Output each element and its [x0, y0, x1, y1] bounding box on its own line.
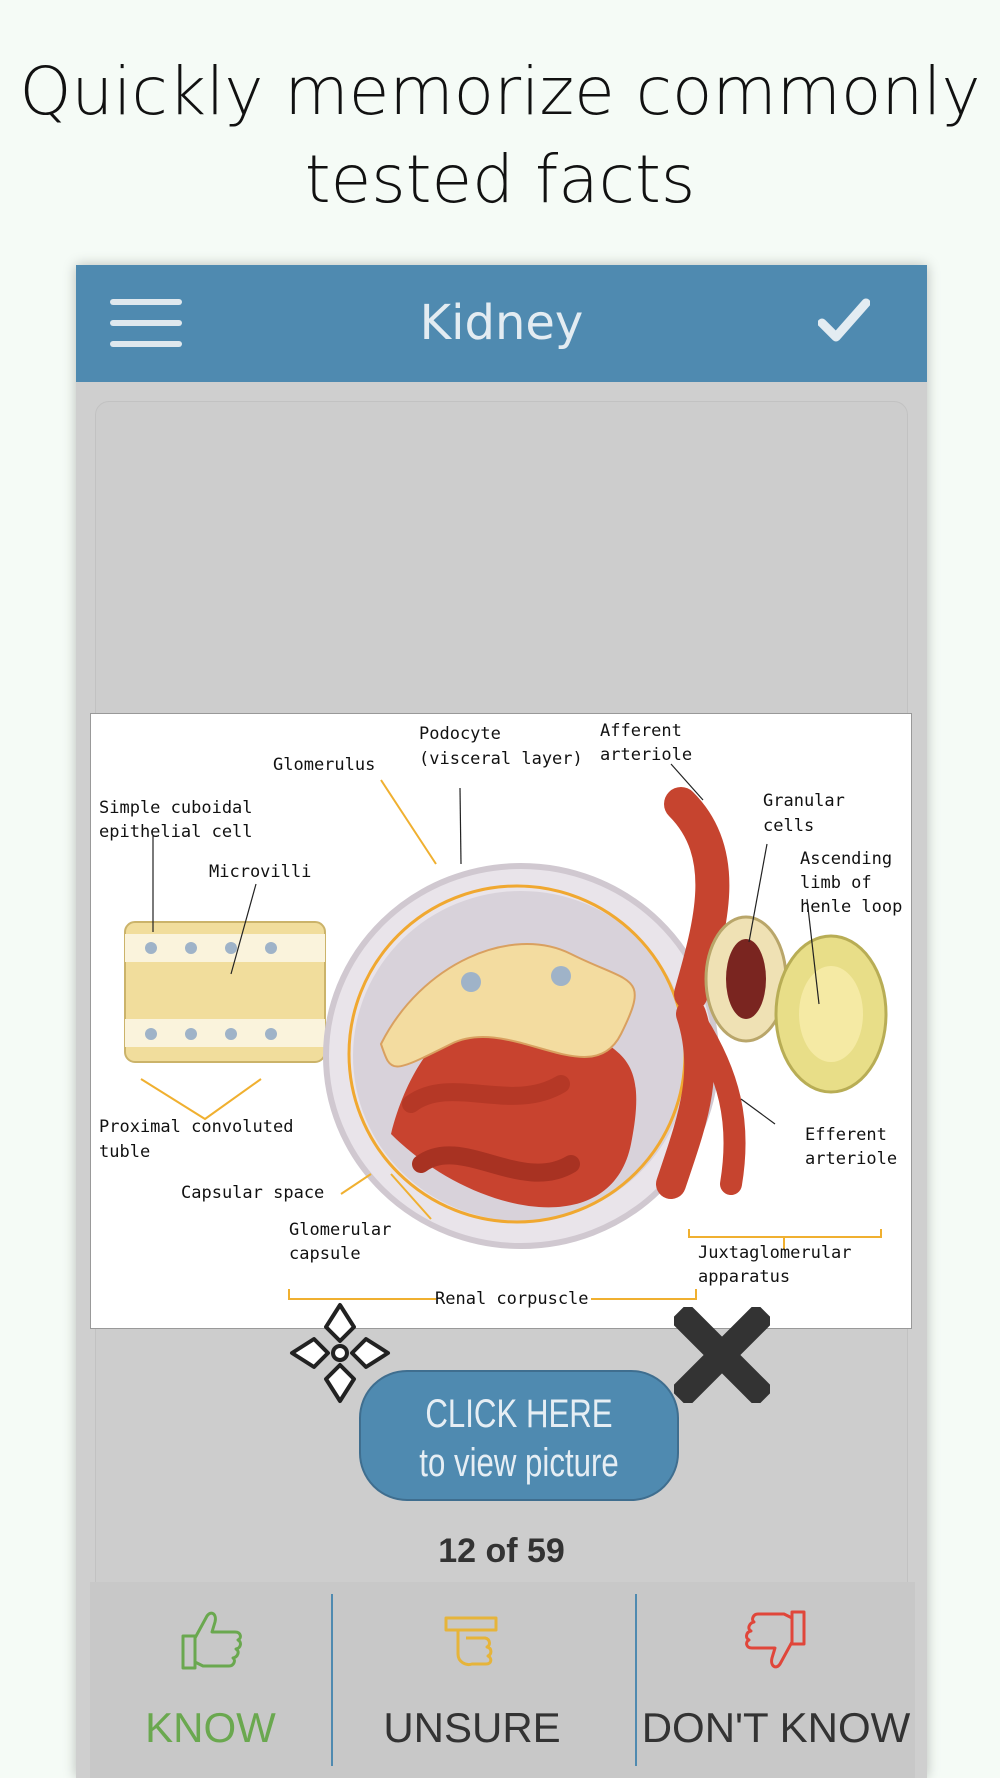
know-button[interactable]: KNOW [90, 1582, 331, 1778]
kidney-diagram-picture: Glomerulus Podocyte (visceral layer) Aff… [90, 713, 912, 1329]
label-capsular-space: Capsular space [181, 1183, 324, 1203]
label-juxtaglomerular-1: Juxtaglomerular [698, 1243, 852, 1263]
label-simple-1: Simple cuboidal [99, 798, 253, 818]
app-screen: Kidney [76, 265, 927, 1778]
label-ascending-1: Ascending [800, 849, 892, 869]
menu-icon[interactable] [110, 299, 182, 347]
hand-sideways-icon [444, 1616, 498, 1666]
label-glomerular-capsule-2: capsule [289, 1244, 361, 1264]
know-label: KNOW [145, 1704, 276, 1751]
label-juxtaglomerular-2: apparatus [698, 1267, 790, 1287]
label-glomerular-capsule-1: Glomerular [289, 1220, 391, 1240]
thumbs-up-icon [181, 1611, 242, 1670]
label-podocyte-1: Podocyte [419, 724, 501, 744]
divider [331, 1594, 333, 1766]
label-efferent-2: arteriole [805, 1149, 897, 1169]
label-granular-1: Granular [763, 791, 845, 811]
close-icon[interactable] [674, 1307, 770, 1403]
answer-bar: KNOW UNSURE DON'T KNOW [90, 1582, 915, 1778]
view-picture-button[interactable]: CLICK HERE to view picture [359, 1370, 679, 1501]
label-glomerulus: Glomerulus [273, 755, 375, 775]
label-microvilli: Microvilli [209, 862, 311, 882]
check-icon[interactable] [818, 297, 870, 343]
label-afferent-1: Afferent [600, 721, 682, 741]
dont-know-label: DON'T KNOW [641, 1704, 911, 1751]
headline-line-2: tested facts [304, 141, 696, 218]
divider [635, 1594, 637, 1766]
thumbs-down-icon [745, 1610, 806, 1669]
label-simple-2: epithelial cell [99, 822, 253, 842]
unsure-label: UNSURE [383, 1704, 561, 1751]
label-ascending-3: henle loop [800, 897, 902, 917]
card-counter: 12 of 59 [438, 1532, 565, 1570]
headline: Quickly memorize commonly tested facts [0, 48, 1000, 224]
label-renal-corpuscle: Renal corpuscle [435, 1289, 589, 1309]
nephron-illustration: Glomerulus Podocyte (visceral layer) Aff… [99, 721, 902, 1309]
unsure-button[interactable]: UNSURE [333, 1582, 611, 1778]
label-proximal-2: tuble [99, 1142, 150, 1162]
dont-know-button[interactable]: DON'T KNOW [637, 1582, 915, 1778]
label-podocyte-2: (visceral layer) [419, 749, 583, 769]
headline-line-1: Quickly memorize commonly [19, 53, 981, 130]
move-handle-icon[interactable] [288, 1301, 392, 1405]
label-proximal-1: Proximal convoluted [99, 1117, 293, 1137]
label-efferent-1: Efferent [805, 1125, 887, 1145]
label-afferent-2: arteriole [600, 745, 692, 765]
nav-title: Kidney [419, 295, 584, 351]
nav-bar: Kidney [76, 265, 927, 382]
label-granular-2: cells [763, 816, 814, 836]
view-picture-line-1: CLICK HERE [425, 1392, 613, 1436]
label-ascending-2: limb of [800, 873, 872, 893]
view-picture-line-2: to view picture [419, 1441, 619, 1485]
